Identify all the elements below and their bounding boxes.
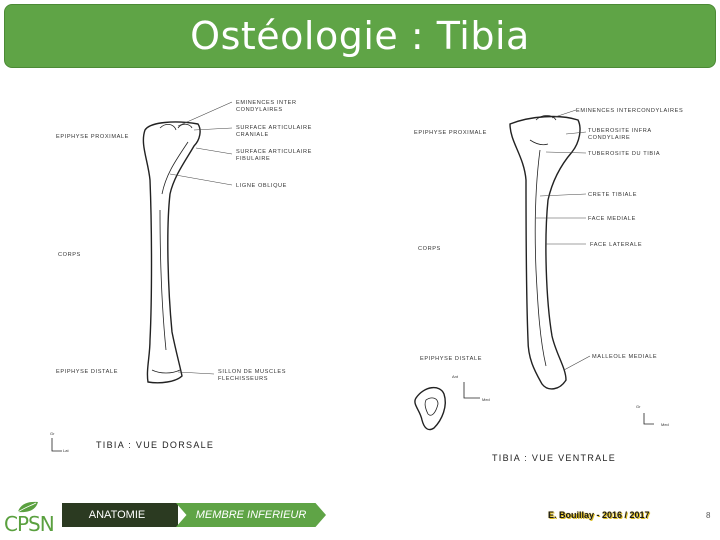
label-tuberosite-infra-2: CONDYLAIRE	[588, 135, 630, 141]
leader-malleole	[564, 356, 590, 370]
label-face-laterale: FACE LATERALE	[590, 242, 642, 248]
dorsal-orientation: Gr Lat	[50, 431, 69, 453]
page-number: 8	[706, 511, 710, 520]
ventral-orient-axes	[644, 413, 654, 424]
footer: CPSN ANATOMIE MEMBRE INFERIEUR E. Bouill…	[0, 496, 720, 540]
leader-sillon	[178, 372, 214, 374]
dorsal-orient-top: Gr	[50, 431, 55, 436]
ventral-orientation: Gr Med	[636, 404, 669, 427]
dorsal-orient-side: Lat	[63, 448, 69, 453]
ventral-cross-section: Ant Med	[415, 374, 490, 430]
label-sillon-1: SILLON DE MUSCLES	[218, 369, 286, 375]
label-epiphyse-distale-dorsal: EPIPHYSE DISTALE	[56, 369, 118, 375]
dorsal-orient-axes	[52, 438, 62, 451]
label-epiphyse-distale-ventral: EPIPHYSE DISTALE	[420, 356, 482, 362]
nav-membre-inferieur[interactable]: MEMBRE INFERIEUR	[176, 503, 326, 527]
author-credit: E. Bouillay - 2016 / 2017	[548, 510, 650, 520]
tibia-ventral-bone	[510, 117, 580, 389]
label-eminences-ventral: EMINENCES INTERCONDYLAIRES	[576, 108, 683, 114]
ventral-orient-top: Gr	[636, 404, 641, 409]
nav-membre-inferieur-label: MEMBRE INFERIEUR	[196, 509, 307, 521]
label-epiphyse-proximale-dorsal: EPIPHYSE PROXIMALE	[56, 134, 129, 140]
page-title: Ostéologie : Tibia	[190, 14, 530, 58]
leader-ligne-oblique	[170, 174, 232, 185]
label-eminences-dorsal-1: EMINENCES INTER	[236, 100, 297, 106]
ventral-orient-side: Med	[661, 422, 669, 427]
label-eminences-dorsal-2: CONDYLAIRES	[236, 107, 283, 113]
tibia-diagram: EPIPHYSE PROXIMALE CORPS EPIPHYSE DISTAL…	[0, 70, 720, 490]
label-crete-tibiale: CRETE TIBIALE	[588, 192, 637, 198]
label-tuberosite-infra-1: TUBEROSITE INFRA	[588, 128, 652, 134]
section-side: Med	[482, 397, 490, 402]
dorsal-caption: TIBIA : VUE DORSALE	[96, 440, 214, 450]
leader-eminences	[178, 102, 232, 126]
logo-text: CPSN	[4, 512, 54, 536]
cpsn-logo: CPSN	[4, 500, 58, 536]
nav-anatomie[interactable]: ANATOMIE	[62, 503, 178, 527]
nav-anatomie-label: ANATOMIE	[89, 509, 145, 521]
label-surface-craniale-2: CRANIALE	[236, 132, 269, 138]
dorsal-view: EPIPHYSE PROXIMALE CORPS EPIPHYSE DISTAL…	[50, 100, 312, 453]
leader-surface-fibulaire	[196, 148, 232, 154]
label-malleole-mediale: MALLEOLE MEDIALE	[592, 354, 657, 360]
label-ligne-oblique: LIGNE OBLIQUE	[236, 183, 287, 189]
section-top: Ant	[452, 374, 459, 379]
cross-section-outline	[415, 388, 445, 430]
label-corps-dorsal: CORPS	[58, 252, 81, 258]
label-surface-fibulaire-1: SURFACE ARTICULAIRE	[236, 149, 312, 155]
label-face-mediale: FACE MEDIALE	[588, 216, 636, 222]
ventral-view: EPIPHYSE PROXIMALE CORPS EPIPHYSE DISTAL…	[414, 108, 683, 463]
label-surface-fibulaire-2: FIBULAIRE	[236, 156, 270, 162]
ventral-caption: TIBIA : VUE VENTRALE	[492, 453, 616, 463]
section-axes	[464, 382, 480, 398]
label-surface-craniale-1: SURFACE ARTICULAIRE	[236, 125, 312, 131]
label-epiphyse-proximale-ventral: EPIPHYSE PROXIMALE	[414, 130, 487, 136]
label-tuberosite-tibia: TUBEROSITE DU TIBIA	[588, 151, 660, 157]
tibia-dorsal-bone	[143, 122, 200, 383]
label-sillon-2: FLECHISSEURS	[218, 376, 268, 382]
label-corps-ventral: CORPS	[418, 246, 441, 252]
title-bar: Ostéologie : Tibia	[4, 4, 716, 68]
